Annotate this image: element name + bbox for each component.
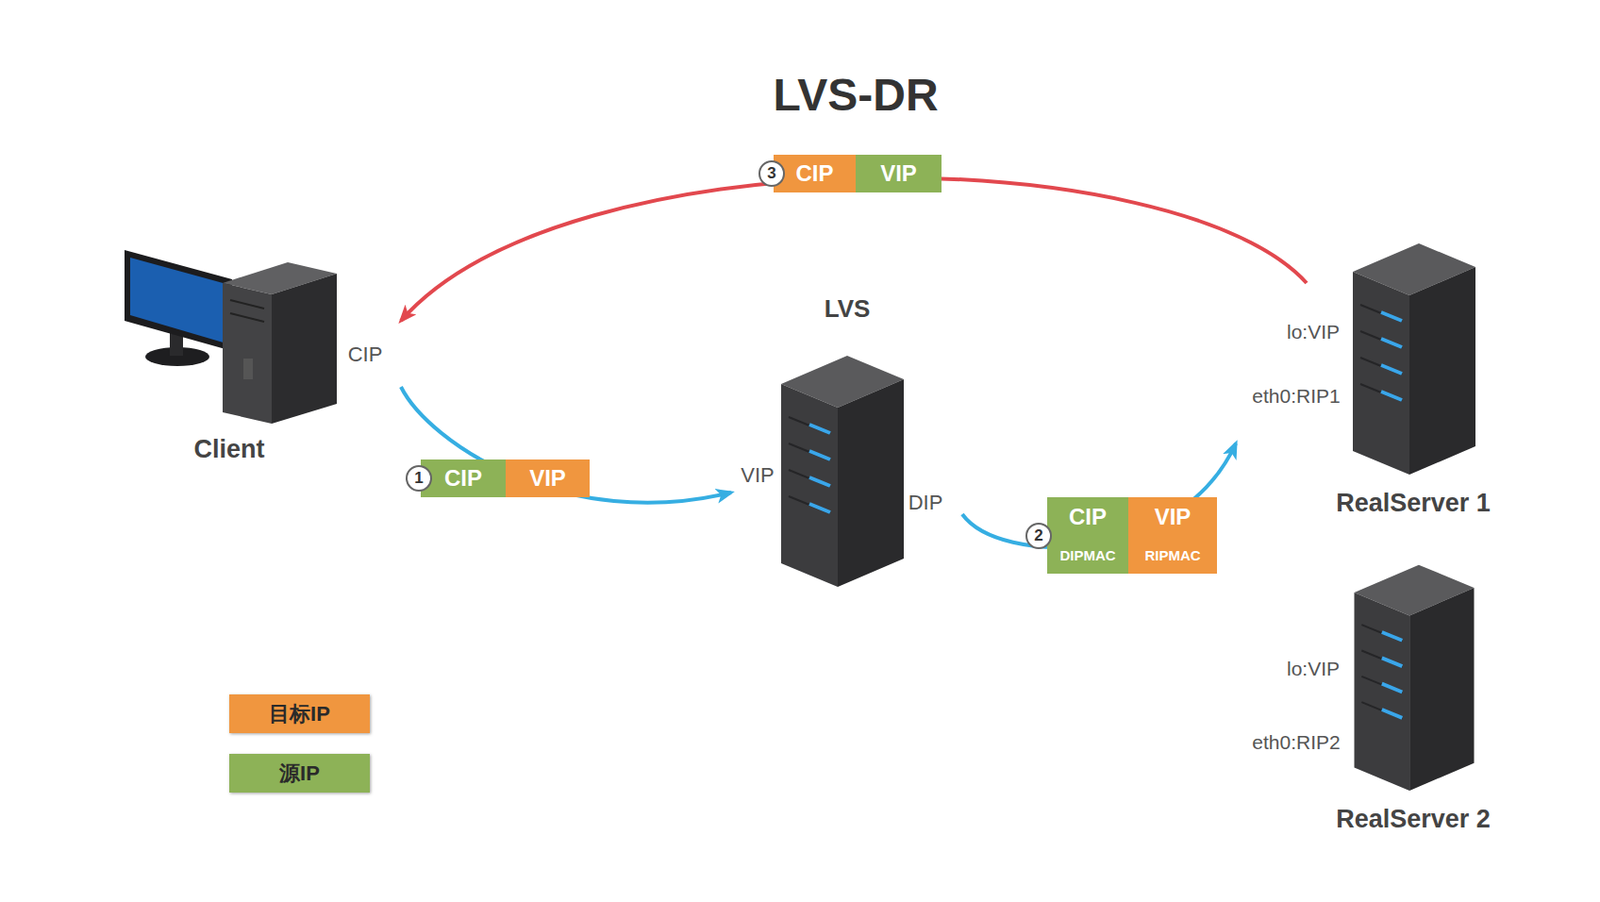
ip-label: eth0:RIP1 [1251,384,1340,408]
ip-label: DIP [908,490,944,516]
flow-arrow [962,443,1236,548]
realserver-node: lo:VIP eth0:RIP1RealServer 1 [1235,283,1519,522]
packet-field: RIPMAC [1128,535,1217,574]
node-name: LVS [824,294,871,324]
legend-swatch: 源IP [229,753,370,793]
packet-field: VIP [855,154,942,193]
legend-text: 目标IP [268,700,331,729]
server-icon [1352,243,1476,475]
callout-number: 1 [405,465,433,492]
client-node: Client CIP [141,311,401,472]
node-name: RealServer 1 [1335,488,1491,518]
packet-field: DIPMAC [1047,535,1129,574]
ip-label: eth0:RIP2 [1251,731,1340,754]
server-icon [781,355,904,587]
ip-label: VIP [740,463,774,488]
lvs-node: LVS VIP DIP [731,287,963,595]
packet-field: CIP [1047,497,1129,536]
ip-label: lo:VIP [1286,657,1340,681]
ip-label: CIP [348,342,384,367]
legend-text: 源IP [279,759,320,788]
server-icon [1354,565,1475,791]
flow-arrow [400,386,732,503]
callout-number: 2 [1025,522,1052,550]
packet-field: VIP [1128,497,1217,536]
client-computer [124,250,337,424]
packet-field: CIP [420,459,506,498]
packet-field: VIP [505,459,590,498]
realserver-node: lo:VIP eth0:RIP2RealServer 2 [1235,594,1519,845]
node-name: Client [193,434,265,465]
callout-number: 3 [758,160,785,187]
legend-swatch: 目标IP [229,694,370,734]
diagram-title: LVS-DR [772,68,938,121]
packet-field: CIP [773,154,856,193]
node-name: RealServer 2 [1335,804,1491,834]
ip-label: lo:VIP [1286,320,1340,344]
